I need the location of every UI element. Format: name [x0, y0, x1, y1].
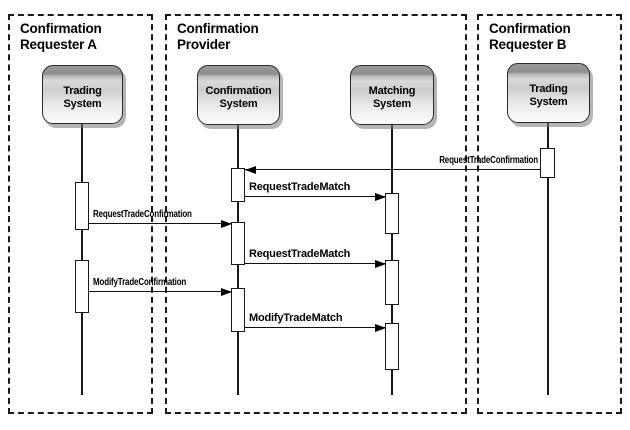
- arrowhead-right-icon: [221, 219, 232, 228]
- message-label: ModifyTradeConfirmation: [93, 276, 187, 288]
- activation-trading-system-a-1: [75, 182, 89, 230]
- message-label: RequestTradeConfirmation: [439, 154, 538, 166]
- lifeline-trading-system-b: [547, 122, 549, 395]
- activation-trading-system-b-1: [540, 148, 555, 178]
- lifeline-matching-system: [391, 124, 393, 395]
- message-line-request-trade-match-1: [245, 196, 385, 197]
- arrowhead-right-icon: [221, 287, 232, 296]
- actor-matching-system: Matching System: [350, 65, 434, 125]
- message-line-modify-trade-confirmation: [89, 291, 231, 292]
- arrowhead-right-icon: [375, 192, 386, 201]
- message-label: RequestTradeMatch: [249, 248, 351, 260]
- activation-confirmation-system-2: [231, 222, 245, 265]
- activation-matching-system-1: [385, 193, 399, 234]
- lane-label: Confirmation Requester B: [489, 21, 571, 52]
- actor-label: Matching System: [368, 85, 416, 110]
- activation-trading-system-a-2: [75, 260, 89, 313]
- lane-confirmation-provider: Confirmation Provider: [165, 14, 467, 414]
- activation-confirmation-system-1: [231, 168, 245, 202]
- arrowhead-right-icon: [375, 259, 386, 268]
- message-line-request-trade-confirmation-b: [245, 169, 541, 170]
- message-label: RequestTradeConfirmation: [93, 208, 192, 220]
- message-label: RequestTradeMatch: [249, 181, 351, 193]
- lifeline-trading-system-a: [81, 123, 83, 395]
- lane-confirmation-requester-b: Confirmation Requester B: [477, 14, 622, 414]
- lane-label: Confirmation Requester A: [20, 21, 102, 52]
- actor-confirmation-system: Confirmation System: [197, 65, 280, 125]
- actor-label: Trading System: [529, 83, 568, 108]
- lane-label: Confirmation Provider: [177, 21, 259, 52]
- activation-matching-system-3: [385, 323, 399, 370]
- arrowhead-left-icon: [245, 165, 256, 174]
- actor-trading-system-b: Trading System: [507, 63, 590, 123]
- actor-label: Confirmation System: [205, 85, 272, 110]
- activation-confirmation-system-3: [231, 288, 245, 332]
- lane-confirmation-requester-a: Confirmation Requester A: [8, 14, 153, 414]
- actor-trading-system-a: Trading System: [42, 65, 123, 124]
- message-line-request-trade-match-2: [245, 263, 385, 264]
- actor-label: Trading System: [63, 84, 102, 110]
- activation-matching-system-2: [385, 260, 399, 305]
- message-line-modify-trade-match: [245, 327, 385, 328]
- message-label: ModifyTradeMatch: [249, 312, 343, 324]
- arrowhead-right-icon: [375, 323, 386, 332]
- message-line-request-trade-confirmation-a: [89, 223, 231, 224]
